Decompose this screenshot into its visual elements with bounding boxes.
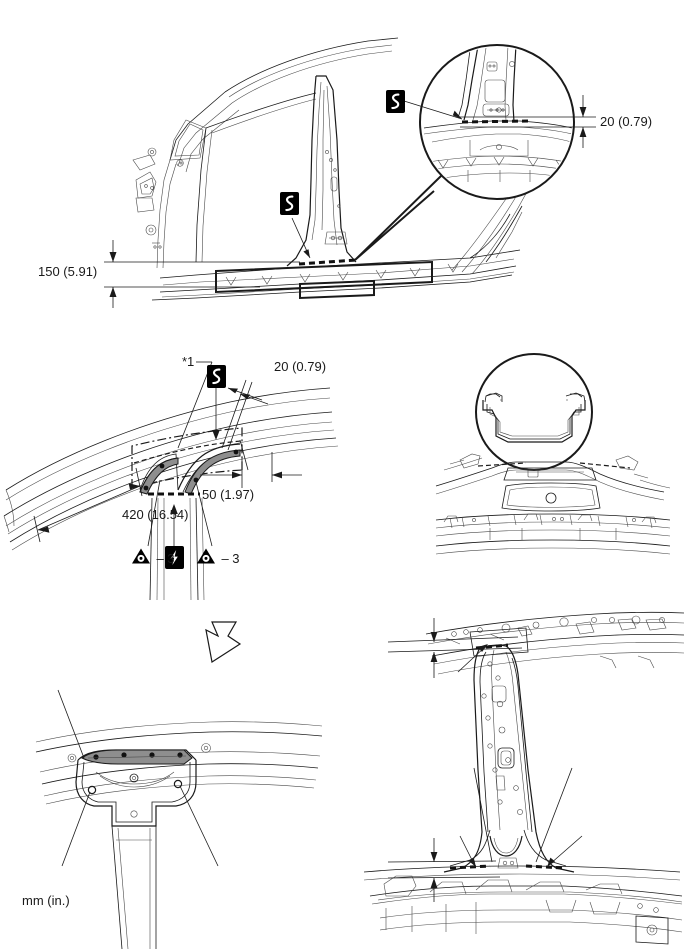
body-side-outer-drawing	[104, 37, 596, 308]
spot-weld-marker-left: – 3	[131, 547, 175, 569]
figure-center-pillar-inner: 20 (0.79) 40 (1.57)	[350, 600, 688, 949]
dimension-20-top: 20 (0.79)	[600, 114, 653, 129]
pillar-upper-joint-drawing	[35, 621, 323, 949]
figure-pillar-upper-joint: – 4 – 2 – 2	[0, 600, 350, 949]
dimension-20-middle: 20 (0.79)	[274, 359, 327, 374]
figure-body-side-outer: 150 (5.91) 20 (0.79)	[0, 0, 688, 330]
sealer-symbol-roof-rail	[207, 365, 226, 388]
sealer-symbol-center-pillar	[280, 192, 299, 215]
cross-section-drawing	[435, 353, 671, 555]
sealer-symbol-detail-inset	[386, 90, 405, 113]
dimension-420: 420 (16.54)	[122, 507, 189, 522]
spot-weld-icon	[131, 547, 151, 569]
spot-weld-count: – 3	[221, 550, 240, 566]
units-note: mm (in.)	[22, 893, 70, 908]
plug-weld-symbol-center-pillar	[165, 546, 184, 569]
spot-weld-marker-right: – 3	[196, 547, 240, 569]
dimension-50: 50 (1.97)	[202, 487, 255, 502]
reference-star-1: *1	[182, 354, 195, 369]
figure-roof-rail-cross-section	[430, 350, 688, 600]
spot-weld-icon	[196, 547, 216, 569]
figure-roof-rail-joint: *1 20 (0.79) 50 (1.97) 420 (16.54) – 3	[0, 340, 430, 601]
center-pillar-inner-drawing	[363, 611, 685, 945]
dimension-150: 150 (5.91)	[38, 264, 98, 279]
spot-weld-count: – 3	[156, 550, 175, 566]
roof-rail-joint-drawing	[3, 361, 339, 601]
